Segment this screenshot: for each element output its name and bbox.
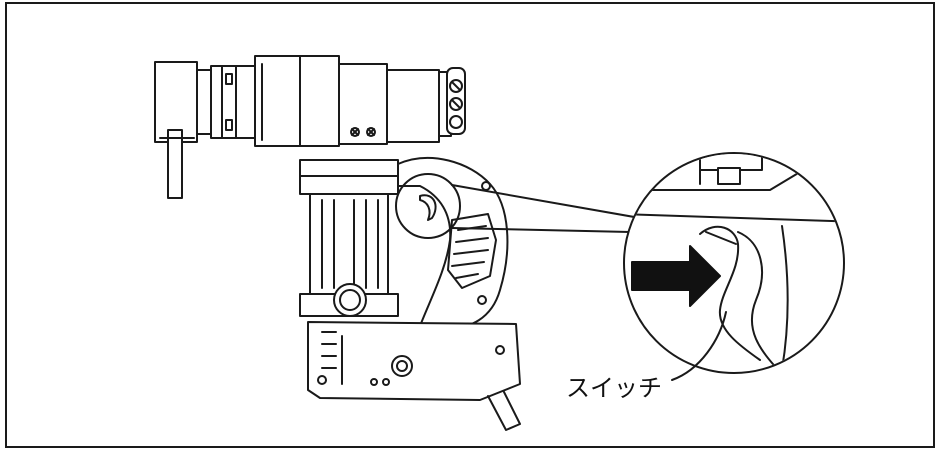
- power-cord: [487, 391, 521, 431]
- motor-body: [299, 159, 399, 317]
- trigger-switch: [419, 194, 437, 221]
- magnifier-source-circle: [395, 173, 461, 239]
- handle-grip: [397, 157, 509, 330]
- arrow-icon: [631, 245, 721, 307]
- switch-callout-label: スイッチ: [566, 374, 662, 402]
- socket-head: [154, 61, 256, 143]
- zoom-detail: [623, 152, 845, 374]
- reaction-arm: [159, 129, 195, 199]
- zoom-connector-bottom: [451, 227, 631, 233]
- zoom-connector-top: [451, 184, 641, 219]
- callout-leader: [671, 311, 727, 381]
- gear-housing: [254, 55, 440, 147]
- battery-base: [307, 321, 521, 401]
- figure-frame: [5, 2, 935, 448]
- side-knob: [438, 67, 466, 137]
